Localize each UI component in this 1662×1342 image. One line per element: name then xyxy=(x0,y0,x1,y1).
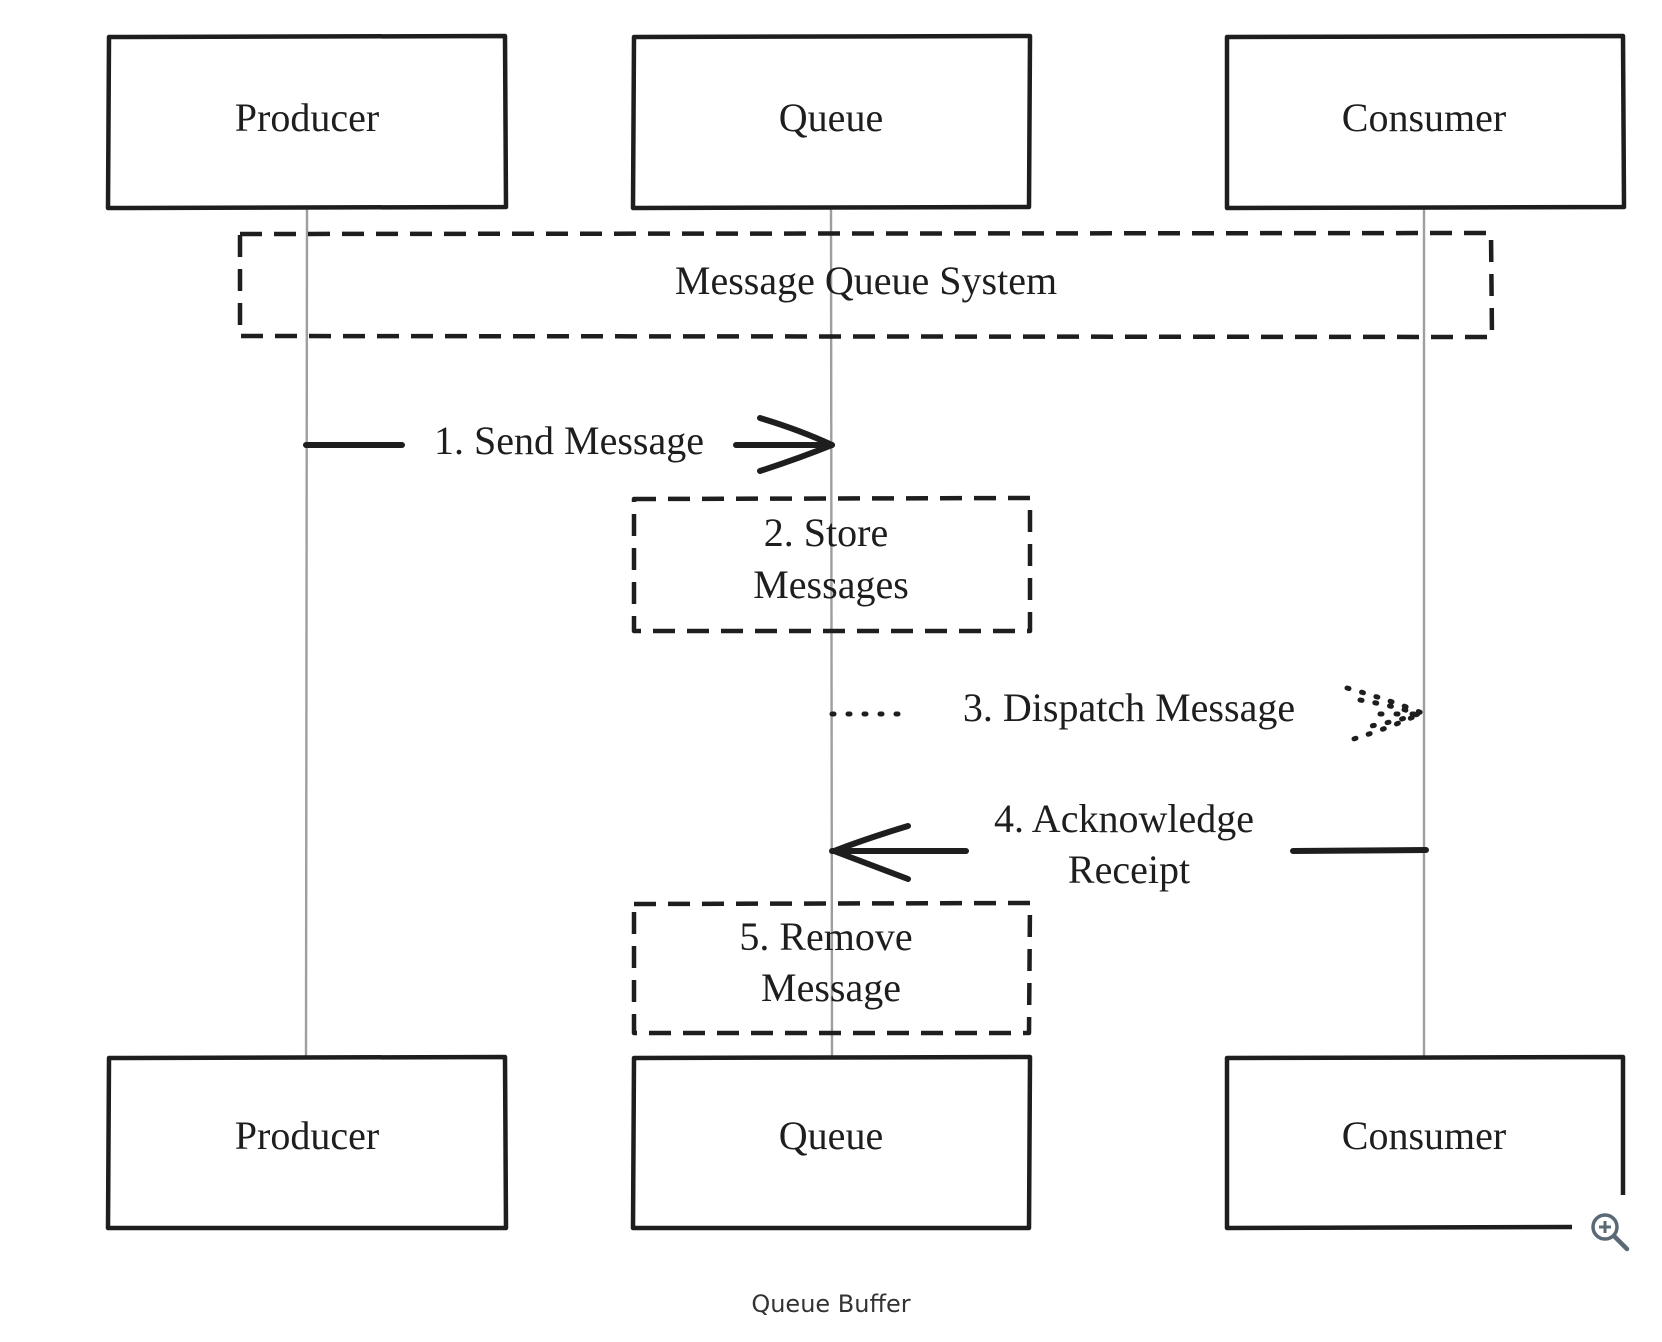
note-remove-message[interactable]: 5. Remove Message xyxy=(631,900,1033,1036)
zoom-in-icon xyxy=(1591,1213,1630,1252)
message-line xyxy=(1290,847,1429,854)
message-label-line1: 4. Acknowledge xyxy=(994,796,1254,841)
message-send[interactable]: 1. Send Message xyxy=(303,415,835,474)
arrowhead-icon xyxy=(831,823,911,882)
participant-label: Consumer xyxy=(1342,95,1506,140)
arrowhead-icon xyxy=(757,415,835,474)
note-label-line2: Message xyxy=(761,965,901,1010)
participant-label: Consumer xyxy=(1342,1113,1506,1158)
producer-lifeline xyxy=(304,207,309,1059)
participant-label: Queue xyxy=(779,1113,883,1158)
participant-queue-bottom[interactable]: Queue xyxy=(630,1054,1033,1231)
note-label-line2: Messages xyxy=(753,562,909,607)
message-label-line2: Receipt xyxy=(1068,847,1190,892)
arrowhead-icon xyxy=(1357,697,1426,731)
note-label-line1: 5. Remove xyxy=(739,914,912,959)
message-label: 3. Dispatch Message xyxy=(963,685,1295,730)
diagram-caption: Queue Buffer xyxy=(751,1290,911,1318)
note-label-line1: 2. Store xyxy=(764,510,888,555)
participant-consumer-bottom[interactable]: Consumer xyxy=(1224,1054,1626,1231)
participant-queue-top[interactable]: Queue xyxy=(630,33,1033,211)
participant-producer-bottom[interactable]: Producer xyxy=(105,1054,509,1231)
note-store-messages[interactable]: 2. Store Messages xyxy=(631,495,1033,634)
message-acknowledge[interactable]: 4. Acknowledge Receipt xyxy=(829,796,1429,892)
participant-label: Producer xyxy=(235,1113,379,1158)
participant-label: Queue xyxy=(779,95,883,140)
group-message-queue-system[interactable]: Message Queue System xyxy=(237,230,1495,340)
group-label: Message Queue System xyxy=(675,258,1057,303)
participant-label: Producer xyxy=(235,95,379,140)
message-dispatch[interactable]: 3. Dispatch Message xyxy=(829,685,1429,744)
participant-producer-top[interactable]: Producer xyxy=(105,33,509,211)
zoom-button[interactable] xyxy=(1588,1210,1632,1254)
participant-consumer-top[interactable]: Consumer xyxy=(1224,33,1627,211)
message-label: 1. Send Message xyxy=(434,418,704,463)
arrowhead-icon xyxy=(1344,685,1429,744)
